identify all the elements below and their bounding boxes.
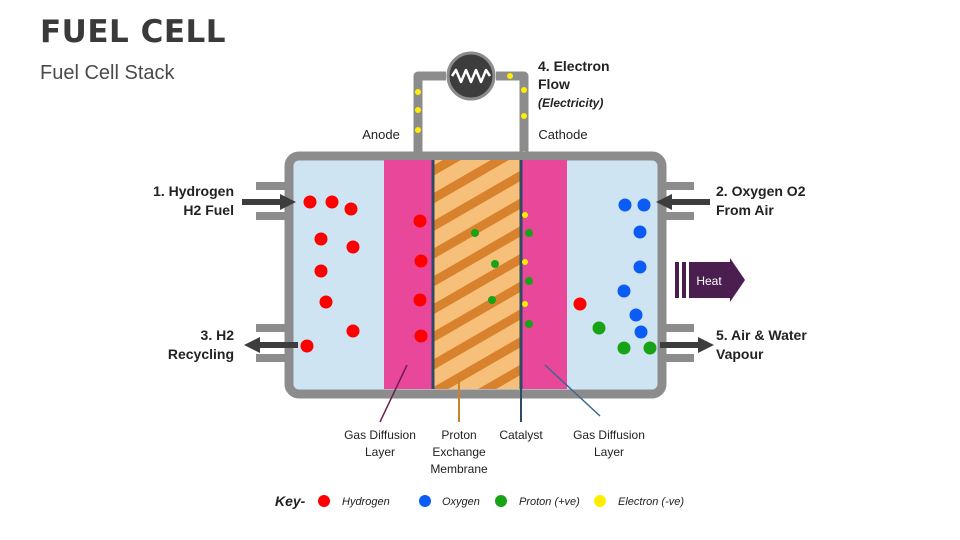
gas-diffusion-layer-right — [521, 160, 567, 389]
oxygen-dot — [637, 198, 651, 212]
hydrogen-particles — [300, 195, 587, 353]
anode-label: Anode — [362, 127, 400, 142]
electron-flow-label-line3: (Electricity) — [538, 96, 603, 110]
hydrogen-dot — [300, 339, 314, 353]
hydrogen-dot — [346, 324, 360, 338]
vapour-label-line2: Vapour — [716, 346, 764, 362]
legend-title: Key- — [275, 493, 306, 509]
callout-pem-line1: Proton — [441, 428, 476, 442]
proton-particles — [471, 229, 657, 355]
gas-diffusion-layer-left — [384, 160, 433, 389]
hydrogen-dot — [344, 202, 358, 216]
legend-electron-label: Electron (-ve) — [618, 496, 684, 508]
cell-electrons — [522, 212, 528, 307]
hydrogen-dot — [414, 254, 428, 268]
electron-flow-label-line2: Flow — [538, 76, 570, 92]
proton-exchange-membrane — [433, 160, 521, 389]
proton-dot — [643, 341, 657, 355]
hydrogen-dot — [413, 214, 427, 228]
recycling-label-line2: Recycling — [168, 346, 234, 362]
oxygen-dot — [618, 198, 632, 212]
hydrogen-dot — [303, 195, 317, 209]
cathode-label: Cathode — [538, 127, 587, 142]
proton-dot — [491, 260, 499, 268]
legend-oxygen-swatch — [419, 495, 431, 507]
proton-dot — [471, 229, 479, 237]
heat-label: Heat — [696, 274, 722, 288]
callout-line-gdl-left — [379, 364, 408, 423]
hydrogen-dot — [573, 297, 587, 311]
oxygen-in-arrow-icon — [656, 194, 710, 210]
oxygen-dot — [617, 284, 631, 298]
vapour-out-arrow-icon — [660, 337, 714, 353]
electron-dot — [415, 107, 421, 113]
oxygen-dot — [634, 325, 648, 339]
hydrogen-in-arrow-icon — [242, 194, 296, 210]
h2-recycling-arrow-icon — [244, 337, 298, 353]
hydrogen-label-line2: H2 Fuel — [183, 202, 234, 218]
hydrogen-dot — [346, 240, 360, 254]
callout-gdl-left-line2: Layer — [365, 445, 395, 459]
hydrogen-dot — [413, 293, 427, 307]
electron-dot — [507, 73, 513, 79]
electron-dot — [522, 259, 528, 265]
proton-dot — [617, 341, 631, 355]
legend-proton-label: Proton (+ve) — [519, 496, 580, 508]
oxygen-particles — [617, 198, 651, 339]
proton-dot — [525, 277, 533, 285]
electron-dot — [522, 301, 528, 307]
proton-dot — [525, 229, 533, 237]
electron-flow-label-line1: 4. Electron — [538, 58, 610, 74]
oxygen-label-line2: From Air — [716, 202, 774, 218]
callout-catalyst: Catalyst — [499, 428, 543, 442]
hydrogen-dot — [325, 195, 339, 209]
legend-proton-swatch — [495, 495, 507, 507]
load-resistor-icon — [446, 51, 496, 101]
electron-dot — [522, 212, 528, 218]
hydrogen-label-line1: 1. Hydrogen — [153, 183, 234, 199]
callout-gdl-right-line1: Gas Diffusion — [573, 428, 645, 442]
oxygen-label-line1: 2. Oxygen O2 — [716, 183, 806, 199]
hydrogen-dot — [414, 329, 428, 343]
proton-dot — [525, 320, 533, 328]
electron-dot — [521, 87, 527, 93]
recycling-label-line1: 3. H2 — [201, 327, 235, 343]
oxygen-dot — [633, 260, 647, 274]
flow-arrows — [242, 194, 714, 353]
heat-arrow-icon — [675, 258, 745, 302]
electron-dot — [521, 113, 527, 119]
page-title: FUEL CELL — [40, 14, 227, 50]
callout-gdl-right-line2: Layer — [594, 445, 624, 459]
legend-hydrogen-label: Hydrogen — [342, 496, 390, 508]
callout-gdl-left-line1: Gas Diffusion — [344, 428, 416, 442]
legend-oxygen-label: Oxygen — [442, 496, 480, 508]
legend-hydrogen-swatch — [318, 495, 330, 507]
oxygen-dot — [629, 308, 643, 322]
page-subtitle: Fuel Cell Stack — [40, 62, 175, 84]
oxygen-dot — [633, 225, 647, 239]
hydrogen-dot — [314, 264, 328, 278]
vapour-label-line1: 5. Air & Water — [716, 327, 807, 343]
callout-pem-line3: Membrane — [430, 462, 488, 476]
hydrogen-dot — [319, 295, 333, 309]
legend-electron-swatch — [594, 495, 606, 507]
callout-pem-line2: Exchange — [432, 445, 486, 459]
proton-dot — [488, 296, 496, 304]
electron-dot — [415, 127, 421, 133]
hydrogen-dot — [314, 232, 328, 246]
electron-dot — [415, 89, 421, 95]
proton-dot — [592, 321, 606, 335]
legend: Key- Hydrogen Oxygen Proton (+ve) Electr… — [275, 493, 684, 509]
callout-line-gdl-right — [544, 364, 601, 417]
circuit-wire — [413, 71, 529, 152]
